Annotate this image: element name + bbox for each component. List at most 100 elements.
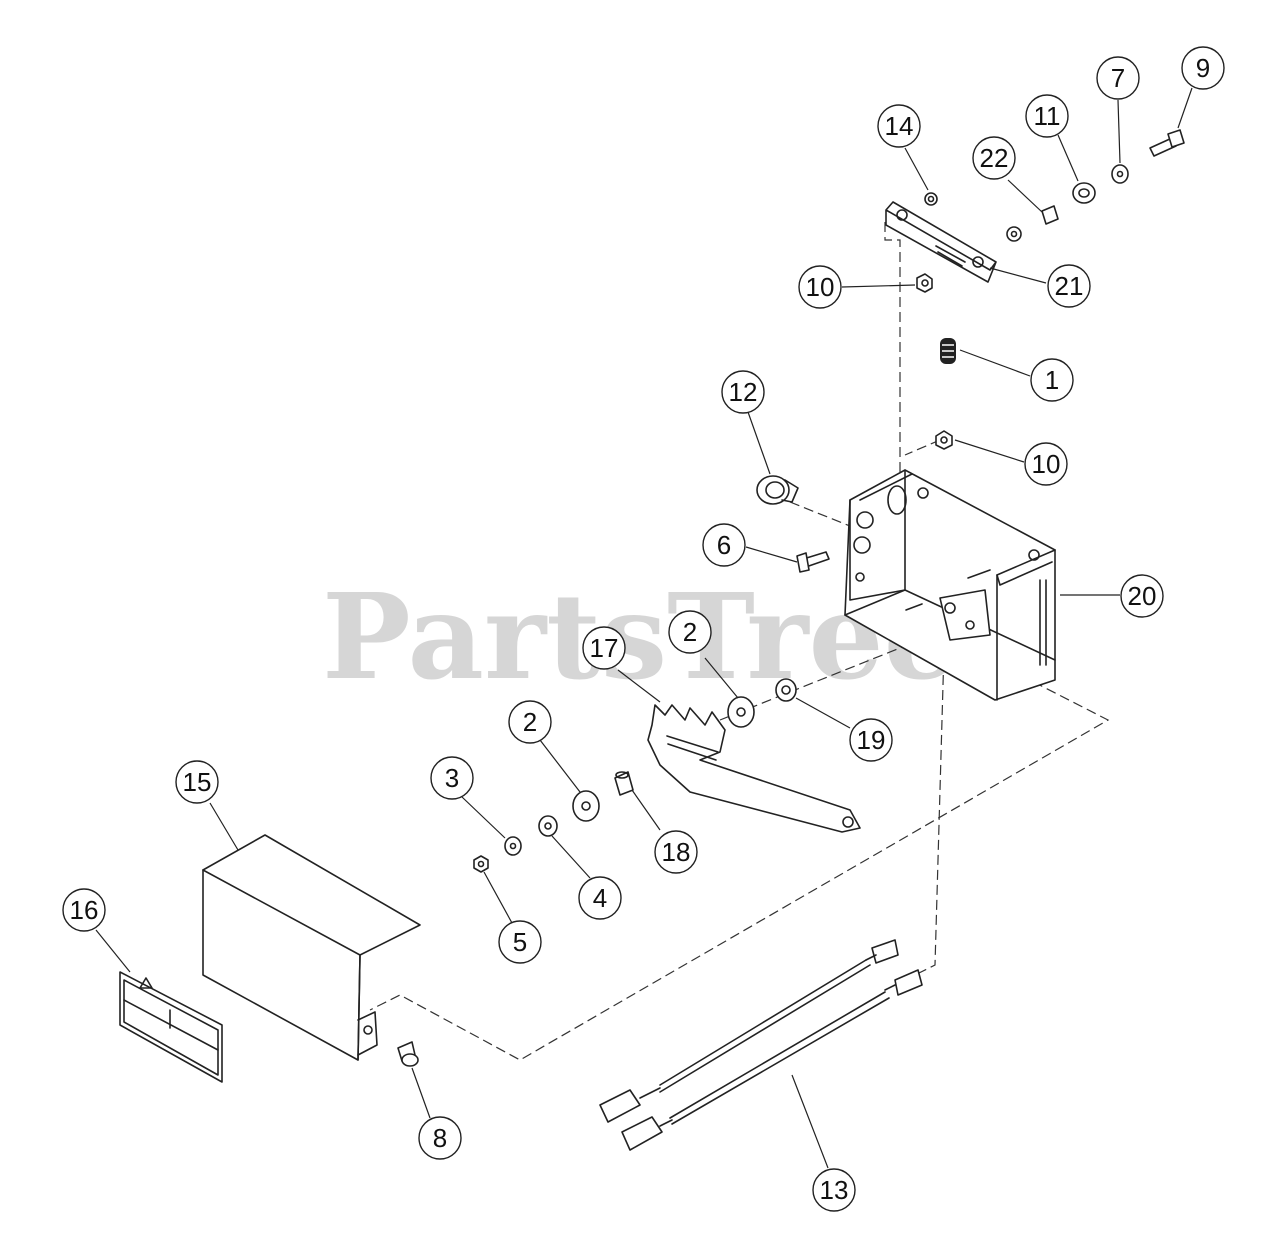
callout-number: 10 (806, 272, 835, 302)
leader-7 (1117, 99, 1121, 164)
assembly-line-nut-to-box (904, 439, 941, 456)
callout-15[interactable]: 15 (175, 760, 219, 804)
callout-10-upper[interactable]: 10 (798, 265, 842, 309)
box-bracket-part-20 (844, 469, 1056, 701)
leader-14 (904, 147, 929, 191)
washer-part-2-left (572, 790, 600, 822)
callout-number: 15 (183, 767, 212, 797)
bolt-part-6 (796, 551, 830, 573)
callout-10-lower[interactable]: 10 (1024, 442, 1068, 486)
cable-assembly-part-13 (599, 939, 923, 1151)
assembly-line-box-to-cable (914, 614, 946, 976)
leader-12 (747, 411, 771, 475)
leader-15 (209, 802, 239, 851)
bushing-part-11 (1072, 182, 1096, 204)
washer-part-2-right (727, 696, 755, 728)
nut-part-10-lower (935, 430, 953, 450)
callout-7[interactable]: 7 (1096, 56, 1140, 100)
callout-number: 2 (683, 617, 697, 647)
callout-4[interactable]: 4 (578, 876, 622, 920)
leader-17 (617, 669, 661, 703)
callout-17[interactable]: 17 (582, 626, 626, 670)
leader-19 (795, 697, 851, 729)
callout-3[interactable]: 3 (430, 756, 474, 800)
callout-2-right[interactable]: 2 (668, 610, 712, 654)
nut-part-10-upper (916, 273, 933, 293)
spacer-part-22 (1041, 205, 1059, 225)
grommet-part-12 (756, 475, 799, 505)
notched-rail-part-17 (647, 704, 861, 833)
callout-number: 21 (1055, 271, 1084, 301)
callout-19[interactable]: 19 (849, 718, 893, 762)
pin-part-18 (614, 771, 634, 796)
callout-1[interactable]: 1 (1030, 358, 1074, 402)
callout-number: 2 (523, 707, 537, 737)
leader-9 (1177, 87, 1193, 129)
callout-number: 7 (1111, 63, 1125, 93)
leader-2-left (539, 739, 581, 793)
callout-21[interactable]: 21 (1047, 264, 1091, 308)
leader-3 (461, 796, 506, 839)
assembly-line-bracket-to-box (884, 222, 901, 485)
leader-5 (483, 871, 513, 924)
callout-11[interactable]: 11 (1025, 94, 1069, 138)
callout-number: 12 (729, 377, 758, 407)
leader-2-right (704, 657, 739, 699)
leader-8 (411, 1067, 431, 1119)
callout-number: 22 (980, 143, 1009, 173)
callout-12[interactable]: 12 (721, 370, 765, 414)
callout-14[interactable]: 14 (877, 104, 921, 148)
leader-1 (959, 349, 1031, 377)
callout-number: 5 (513, 927, 527, 957)
callout-number: 14 (885, 111, 914, 141)
leader-lines (95, 87, 1193, 1169)
callout-20[interactable]: 20 (1120, 574, 1164, 618)
leader-6 (745, 546, 798, 563)
callout-13[interactable]: 13 (812, 1168, 856, 1212)
callout-number: 4 (593, 883, 607, 913)
cover-part-15 (202, 834, 421, 1061)
callout-number: 10 (1032, 449, 1061, 479)
callout-number: 8 (433, 1123, 447, 1153)
leader-10-lower (954, 439, 1025, 463)
callout-8[interactable]: 8 (418, 1116, 462, 1160)
warning-label-part-16 (119, 971, 223, 1083)
callouts: 1 2 2 3 4 5 6 7 8 9 10 10 11 12 13 14 15… (62, 46, 1225, 1212)
leader-13 (791, 1074, 829, 1169)
bolt-part-9 (1149, 129, 1185, 157)
washer-part-3 (504, 836, 522, 856)
callout-5[interactable]: 5 (498, 920, 542, 964)
washer-part-19 (775, 678, 797, 702)
callout-6[interactable]: 6 (702, 523, 746, 567)
bracket-plate-part-21 (885, 201, 997, 283)
nut-part-14 (924, 192, 938, 206)
callout-number: 6 (717, 530, 731, 560)
leader-11 (1057, 134, 1079, 182)
callout-16[interactable]: 16 (62, 888, 106, 932)
leader-22 (1007, 179, 1043, 213)
leader-21 (989, 267, 1047, 284)
callout-number: 20 (1128, 581, 1157, 611)
leader-16 (95, 929, 131, 973)
callout-number: 9 (1196, 53, 1210, 83)
callout-number: 17 (590, 633, 619, 663)
spring-part-1 (940, 338, 956, 364)
callout-9[interactable]: 9 (1181, 46, 1225, 90)
assembly-line-box-to-cover (369, 674, 1110, 1061)
callout-number: 3 (445, 763, 459, 793)
washer-part-7 (1111, 164, 1129, 184)
callout-number: 18 (662, 837, 691, 867)
leader-18 (631, 789, 661, 831)
washer-part-4 (538, 815, 558, 837)
screw-part-8 (397, 1041, 419, 1067)
callout-number: 16 (70, 895, 99, 925)
callout-number: 1 (1045, 365, 1059, 395)
callout-number: 13 (820, 1175, 849, 1205)
callout-number: 11 (1034, 101, 1061, 131)
callout-18[interactable]: 18 (654, 830, 698, 874)
callout-2-left[interactable]: 2 (508, 700, 552, 744)
leader-4 (551, 835, 591, 879)
leader-10-upper (841, 284, 916, 288)
callout-22[interactable]: 22 (972, 136, 1016, 180)
